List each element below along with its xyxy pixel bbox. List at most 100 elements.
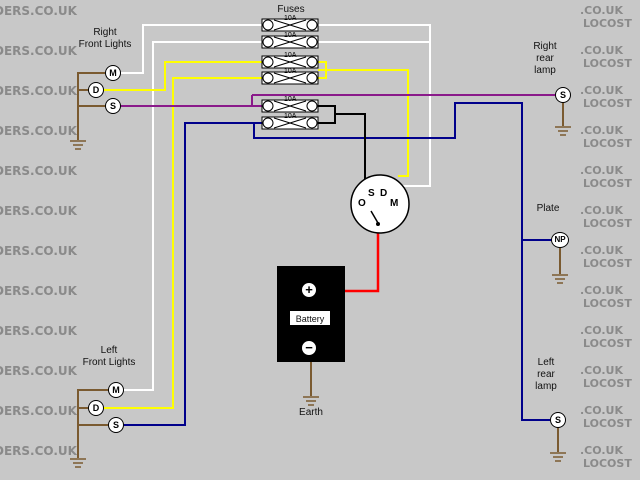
watermark-right-text: LOCOST — [583, 17, 632, 30]
watermark-right-prefix: .CO.UK — [580, 244, 623, 257]
watermark-right-text: LOCOST — [583, 377, 632, 390]
white-wiring — [121, 24, 431, 391]
right-rear-s-terminal: S — [555, 87, 571, 103]
watermark-left-text: DERS.CO.UK — [0, 4, 77, 18]
watermark-right-prefix: .CO.UK — [580, 4, 623, 17]
watermark-right-text: LOCOST — [583, 177, 632, 190]
white-wire-right-front-m — [121, 24, 262, 74]
switch-d-label: D — [380, 188, 388, 199]
white-wire-left-front-m — [121, 41, 262, 391]
earth-symbols — [70, 126, 571, 468]
watermark-left-text: DERS.CO.UK — [0, 84, 77, 98]
watermark-right-text: LOCOST — [583, 297, 632, 310]
fuse-3-rating: 10A — [284, 52, 297, 59]
fuse-6 — [261, 116, 319, 130]
switch-s-label: S — [368, 188, 375, 199]
watermark-right-text: LOCOST — [583, 97, 632, 110]
watermark-right-prefix: .CO.UK — [580, 44, 623, 57]
purple-wiring — [121, 94, 555, 107]
watermark-right-text: LOCOST — [583, 457, 632, 470]
watermark-left-text: DERS.CO.UK — [0, 44, 77, 58]
earth-wire-right-front-m — [77, 72, 105, 140]
watermark-right-prefix: .CO.UK — [580, 444, 623, 457]
watermark-right-prefix: .CO.UK — [580, 324, 623, 337]
blue-wire-left-front-s — [124, 122, 262, 426]
fuse-2 — [261, 35, 319, 49]
earth-wiring — [77, 72, 564, 458]
fuse-5 — [261, 99, 319, 113]
earth-symbol-left-rear — [550, 452, 566, 462]
watermark-right-text: LOCOST — [583, 257, 632, 270]
switch-m-label: M — [390, 198, 399, 209]
watermark-left-text: DERS.CO.UK — [0, 284, 77, 298]
diagram-panel — [62, 0, 578, 480]
switch-pivot — [376, 222, 380, 226]
plate-label: Plate — [536, 203, 560, 214]
left-front-lights-label: Left Front Lights — [82, 345, 136, 368]
watermark-right-prefix: .CO.UK — [580, 404, 623, 417]
earth-symbol-left-front — [70, 458, 86, 468]
left-front-d-terminal: D — [88, 400, 104, 416]
earth-symbol-right-rear — [555, 126, 571, 136]
watermark-right-text: LOCOST — [583, 217, 632, 230]
right-rear-lamp-label: Right rear lamp — [533, 41, 557, 76]
blue-wire-to-rear — [253, 102, 550, 421]
watermark-left-text: DERS.CO.UK — [0, 124, 77, 138]
yellow-wire-left-front-d — [104, 77, 262, 409]
light-switch[interactable] — [350, 174, 410, 234]
yellow-wire-fuse-to-switch-d — [318, 69, 409, 177]
watermark-left-text: DERS.CO.UK — [0, 164, 77, 178]
watermark-right-prefix: .CO.UK — [580, 204, 623, 217]
switch-o-label: O — [358, 198, 366, 209]
watermark-left-text: DERS.CO.UK — [0, 324, 77, 338]
right-front-s-terminal: S — [105, 98, 121, 114]
right-front-d-terminal: D — [88, 82, 104, 98]
right-front-lights-label: Right Front Lights — [78, 27, 132, 50]
yellow-wire-right-front-d — [104, 61, 262, 91]
watermark-left-text: DERS.CO.UK — [0, 204, 77, 218]
earth-symbol-battery — [303, 396, 319, 406]
watermark-right-prefix: .CO.UK — [580, 124, 623, 137]
watermark-left-text: DERS.CO.UK — [0, 364, 77, 378]
fuse-1-rating: 10A — [284, 15, 297, 22]
right-front-m-terminal: M — [105, 65, 121, 81]
fuse-5-rating: 10A — [284, 96, 297, 103]
fuse-4 — [261, 71, 319, 85]
left-front-s-terminal: S — [108, 417, 124, 433]
watermark-left-text: DERS.CO.UK — [0, 244, 77, 258]
left-rear-s-terminal: S — [550, 412, 566, 428]
fuse-1 — [261, 18, 319, 32]
fuse-2-rating: 10A — [284, 32, 297, 39]
battery-positive-terminal: + — [301, 282, 317, 298]
watermark-right-prefix: .CO.UK — [580, 164, 623, 177]
earth-wire-left-front-m — [77, 389, 108, 458]
blue-wiring — [124, 102, 552, 426]
fuses-label: Fuses — [277, 4, 305, 15]
battery-label: Battery — [295, 314, 325, 324]
left-rear-lamp-label: Left rear lamp — [535, 357, 557, 392]
watermark-right-text: LOCOST — [583, 337, 632, 350]
left-front-m-terminal: M — [108, 382, 124, 398]
switch-body — [350, 174, 410, 234]
yellow-wire-fuse-bridge — [318, 61, 327, 79]
watermark-left-text: DERS.CO.UK — [0, 444, 77, 458]
earth-label: Earth — [299, 407, 323, 418]
earth-symbol-right-front — [70, 140, 86, 150]
watermark-right-prefix: .CO.UK — [580, 84, 623, 97]
white-wire-fuse-to-switch-m — [318, 24, 431, 187]
watermark-right-text: LOCOST — [583, 417, 632, 430]
watermark-right-text: LOCOST — [583, 57, 632, 70]
earth-symbol-plate — [552, 274, 568, 284]
switch-contact-arm — [370, 210, 379, 224]
watermark-right-prefix: .CO.UK — [580, 284, 623, 297]
watermark-left-text: DERS.CO.UK — [0, 404, 77, 418]
fuse-6-rating: 10A — [284, 113, 297, 120]
watermark-right-prefix: .CO.UK — [580, 364, 623, 377]
battery-label-box — [290, 311, 330, 325]
watermark-right-text: LOCOST — [583, 137, 632, 150]
fuse-3 — [261, 55, 319, 69]
yellow-wiring — [104, 61, 409, 409]
fuse-block — [261, 18, 319, 130]
